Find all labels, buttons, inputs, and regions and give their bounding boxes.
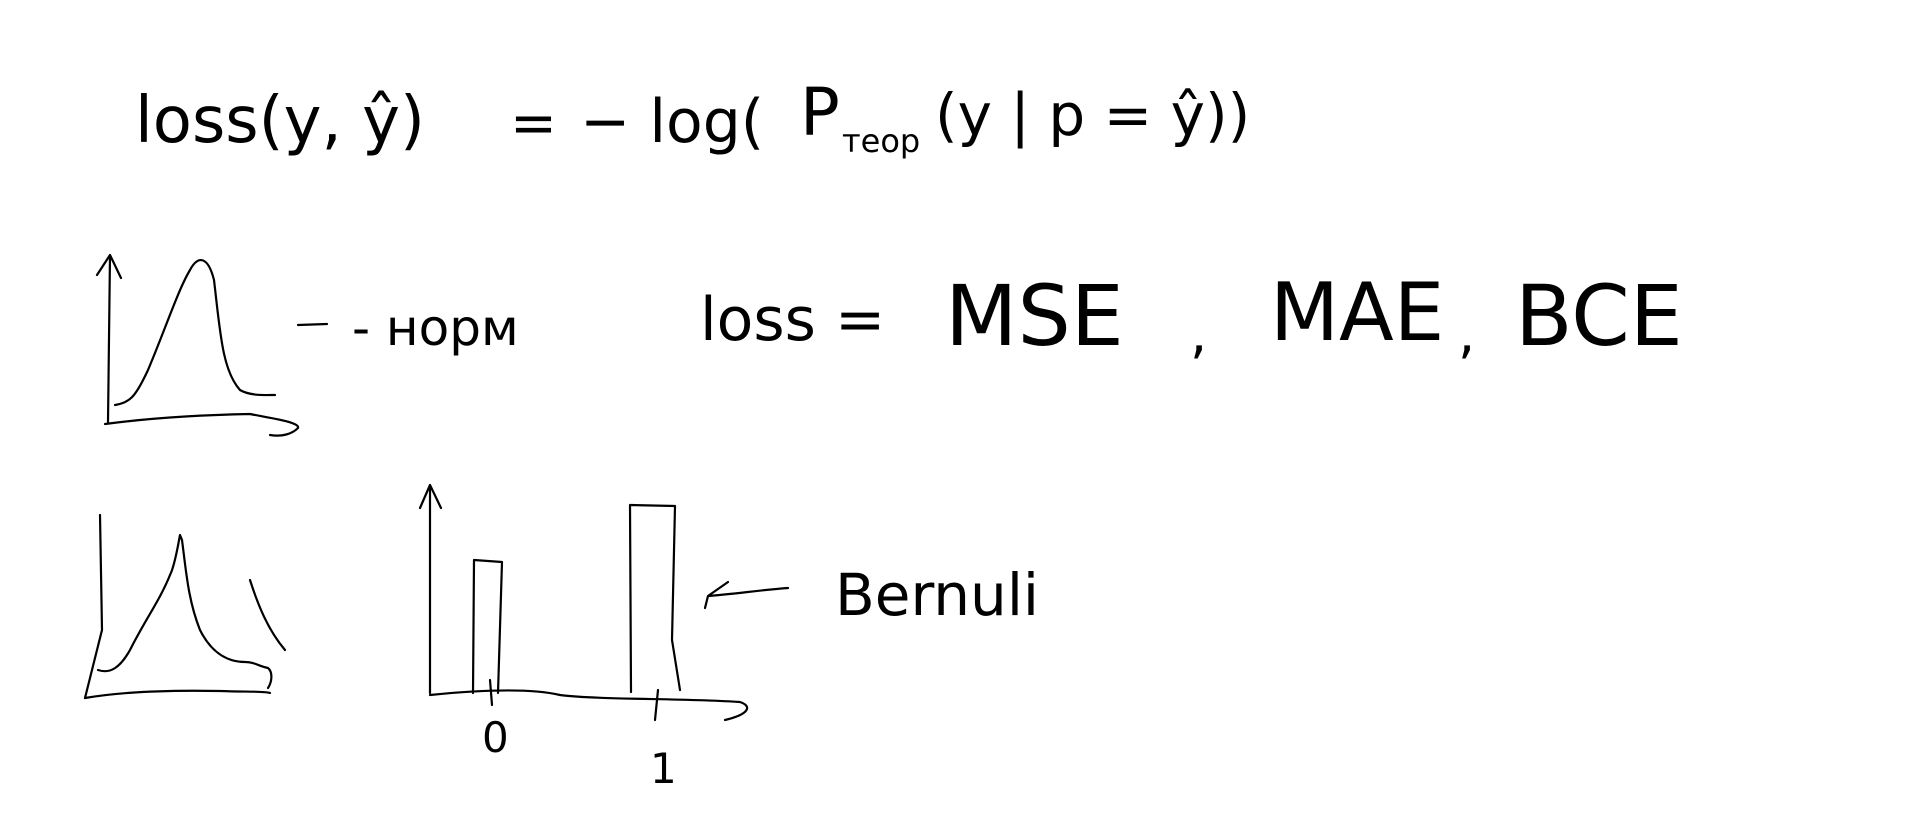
tick-zero [488,678,494,707]
formula-lhs: loss(y, ŷ) [135,84,425,158]
formula-log: − log( [580,87,764,157]
tick-one [653,688,660,722]
bernoulli-label: Bernuli [835,561,1039,629]
bernoulli-y-axis [418,483,443,695]
formula-equals: = [510,91,557,156]
skewed-distribution-plot [83,513,287,700]
bar-one [628,503,682,694]
loss-item-mae: MAE [1270,266,1444,359]
bar-zero [471,558,504,695]
loss-formula: loss(y, ŷ) = − log( P теор (y | p = ŷ)) [135,74,1250,160]
loss-separator-1: , [1190,302,1207,365]
formula-p-letter: P [800,74,840,151]
normal-curve [113,259,277,407]
bernoulli-x-axis [428,689,749,722]
normal-label-dash [296,322,329,327]
formula-args: (y | p = ŷ)) [935,81,1250,149]
normal-y-axis [95,253,123,424]
skewed-tail [248,578,287,652]
normal-x-axis [103,412,300,437]
bernoulli-plot: 0 1 Bernuli [418,483,1039,793]
loss-item-mse: MSE [945,267,1124,365]
tick-label-one: 1 [650,744,677,793]
loss-separator-2: , [1458,302,1475,365]
normal-distribution-plot: - норм [95,253,519,437]
formula-p-subscript: теор [842,122,920,160]
normal-label: - норм [352,299,519,357]
loss-list-prefix: loss = [700,285,885,355]
skewed-x-axis [83,689,272,700]
tick-label-zero: 0 [482,713,509,762]
bernoulli-arrow [703,580,790,610]
loss-list: loss = MSE , MAE , BCE [700,266,1683,365]
skewed-curve [96,533,273,690]
skewed-y-axis [83,513,104,700]
loss-item-bce: BCE [1515,267,1683,365]
